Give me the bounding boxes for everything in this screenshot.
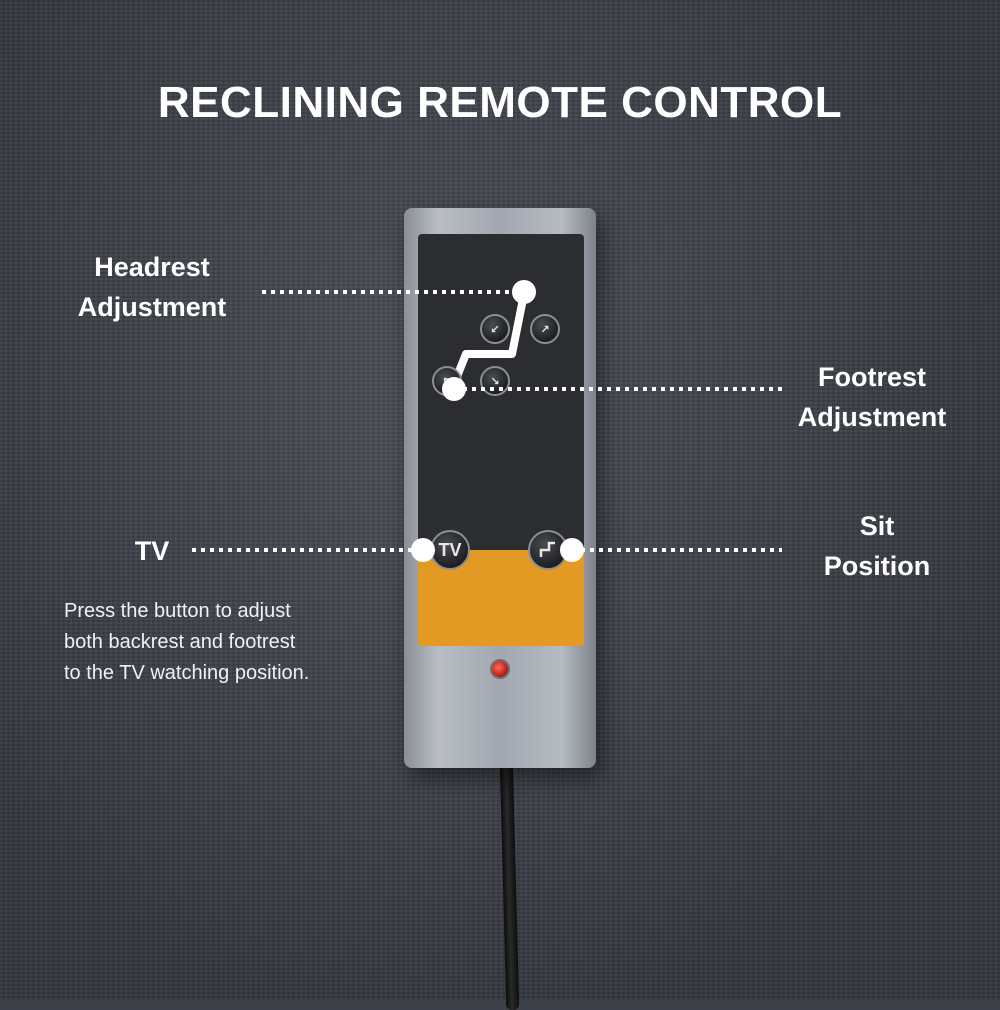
- headrest-up-button[interactable]: ↙: [480, 314, 510, 344]
- sit-position-icon: [539, 541, 555, 557]
- headrest-up-icon: ↙: [490, 323, 500, 336]
- tv-description: Press the button to adjust both backrest…: [64, 600, 310, 684]
- footrest-down-icon: ↘: [490, 375, 500, 388]
- page-title: RECLINING REMOTE CONTROL: [157, 78, 843, 127]
- power-led: [492, 661, 508, 677]
- headrest-down-icon: ↗: [540, 323, 550, 336]
- headrest-down-button[interactable]: ↗: [530, 314, 560, 344]
- footrest-down-button[interactable]: ↘: [480, 366, 510, 396]
- tv-button[interactable]: TV: [430, 530, 470, 570]
- sit-position-label: Sit Position: [823, 511, 931, 581]
- tv-button-label: TV: [438, 539, 462, 560]
- footrest-label: Footrest Adjustment: [797, 362, 947, 432]
- tv-label: TV: [134, 536, 170, 566]
- headrest-label: Headrest Adjustment: [77, 252, 227, 322]
- sit-position-button[interactable]: [528, 530, 568, 570]
